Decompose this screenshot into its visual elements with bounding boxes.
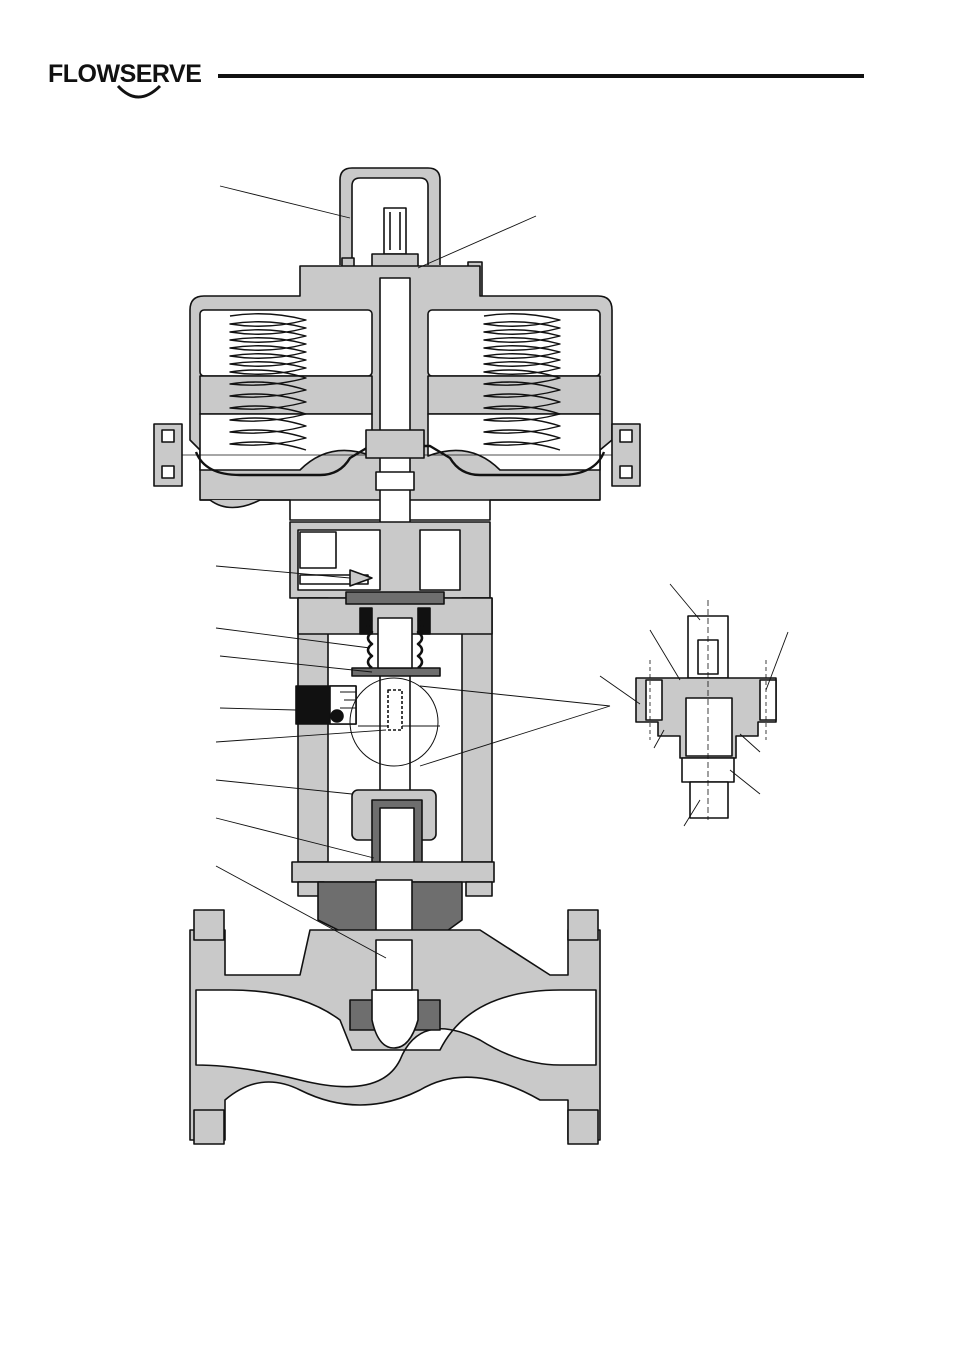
travel-indicator [295,685,440,727]
packing-gland [291,789,495,937]
header-rule [218,74,864,78]
actuator-top-cap [339,167,483,301]
leader-lines [215,185,789,959]
coupling-detail-inset [635,600,777,820]
bellows [351,607,441,677]
valve-body [189,909,601,1145]
actuator-springs [229,313,561,451]
logo-swoosh-icon [116,84,162,99]
flowserve-logo: FLOWSERVE [48,60,202,88]
yoke [289,521,493,863]
